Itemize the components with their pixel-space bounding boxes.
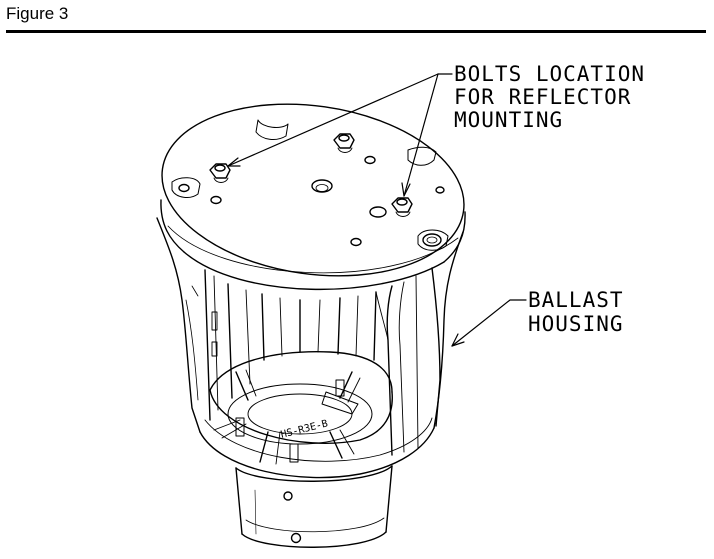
part-marking: HS-R3E-B xyxy=(280,418,329,440)
bolt-2 xyxy=(333,133,355,153)
callout-bolts-line-3: MOUNTING xyxy=(454,108,563,132)
plate-hole xyxy=(435,186,445,194)
figure-title: Figure 3 xyxy=(6,4,69,23)
top-plate xyxy=(160,103,466,291)
callout-bolts-line-1: BOLTS LOCATION xyxy=(454,62,645,86)
callout-bolts-location: BOLTS LOCATION FOR REFLECTOR MOUNTING xyxy=(454,62,645,132)
leader-ballast xyxy=(451,299,527,347)
neck-hole-lower xyxy=(290,532,302,544)
leader-bolts-right xyxy=(403,73,439,197)
neck-hole-upper xyxy=(283,491,293,501)
callout-ballast-housing: BALLAST HOUSING xyxy=(528,288,624,336)
center-hole xyxy=(311,179,333,193)
leader-lines xyxy=(227,73,527,347)
leader-bolts-left xyxy=(227,73,439,167)
housing-body xyxy=(156,217,464,479)
plate-hole xyxy=(178,183,190,193)
callout-ballast-line-1: BALLAST xyxy=(528,288,624,312)
bolt-1 xyxy=(209,163,231,183)
base-neck xyxy=(235,465,393,548)
bolt-3 xyxy=(391,197,413,217)
plate-hole xyxy=(350,237,362,247)
title-underline xyxy=(6,30,706,33)
inner-cavity: HS-R3E-B xyxy=(209,351,393,465)
plate-hole xyxy=(364,155,376,165)
plate-hole xyxy=(422,233,442,247)
plate-hole xyxy=(210,195,222,205)
callout-ballast-line-2: HOUSING xyxy=(528,312,624,336)
callout-bolts-line-2: FOR REFLECTOR xyxy=(454,85,631,109)
plate-hole xyxy=(369,206,387,218)
